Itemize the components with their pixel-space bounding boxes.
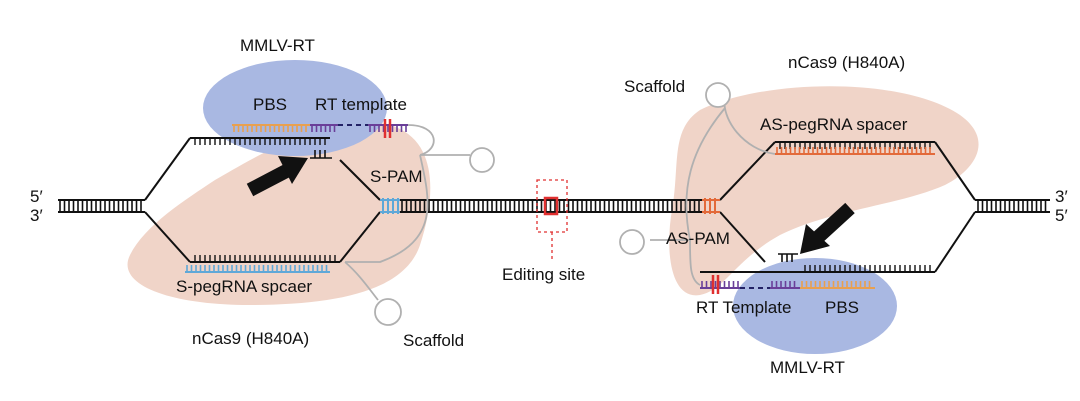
as-pam-label: AS-PAM [666,229,730,248]
top-left-rt-template-label: RT template [315,95,407,114]
right-spacer-ticks [776,147,931,154]
right-scaffold-lower [689,239,701,286]
right-pbs-label: PBS [825,298,859,317]
top-left-mmlv-rt-blob [203,60,387,156]
right-pbs-rt-ticks [701,281,871,288]
left-spacer-label: S-pegRNA spcaer [176,277,312,296]
right-ncas9-blob [669,86,979,296]
editing-site-label: Editing site [502,265,585,284]
left-spacer-ticks [186,265,328,272]
right-5prime-label: 5′ [1055,206,1068,225]
right-nick-arrow [800,202,855,254]
right-scaffold-stem [650,107,726,241]
left-duplex-rungs [59,200,142,212]
right-primed-flap [778,253,798,262]
left-ncas9-label: nCas9 (H840A) [192,329,309,348]
s-pam-marker [380,198,400,214]
single-strand-ticks [194,138,931,272]
as-pam-marker [702,198,720,214]
right-scaffold-loop-top [705,82,731,108]
right-ncas9-label: nCas9 (H840A) [788,53,905,72]
left-3prime-label: 3′ [30,206,43,225]
right-rt-template-label: RT Template [696,298,791,317]
editing-site-mark [536,179,568,262]
left-5prime-label: 5′ [30,187,43,206]
left-scaffold-loop-top [469,147,495,173]
left-nick-arrow [246,156,308,197]
bottom-right-mmlv-rt-label: MMLV-RT [770,358,845,377]
left-scaffold-bottom [344,261,379,301]
top-left-mmlv-rt-label: MMLV-RT [240,36,315,55]
middle-duplex-rungs [401,200,700,212]
left-scaffold-loop-bottom [374,298,402,326]
left-pbs-rt-ticks [233,125,407,132]
left-scaffold-top [407,124,470,156]
right-3prime-label: 3′ [1055,187,1068,206]
s-pam-label: S-PAM [370,167,423,186]
right-scaffold-loop-left [619,229,645,255]
left-scaffold-stem [345,154,429,263]
left-scaffold-label: Scaffold [403,331,464,350]
top-left-pbs-label: PBS [253,95,287,114]
left-primed-flap [310,150,332,159]
right-scaffold-label: Scaffold [624,77,685,96]
right-duplex-rungs [977,200,1047,212]
right-spacer-label: AS-pegRNA spacer [760,115,908,134]
left-ncas9-blob [127,122,431,305]
